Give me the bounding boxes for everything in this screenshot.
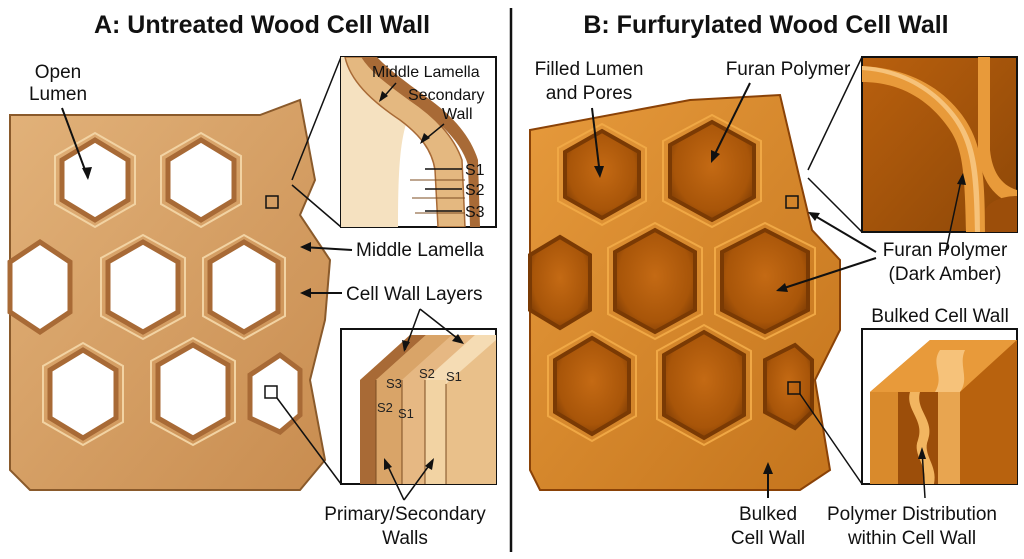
block-s2-face-label: S2 [377, 400, 393, 415]
lumen-cell [165, 137, 237, 223]
filled-lumen-cell [613, 227, 697, 335]
primary-secondary-label-1: Primary/Secondary [324, 504, 486, 525]
inset-marker-top [265, 195, 279, 209]
lumen-cell [105, 239, 181, 335]
inset-marker-bottom [264, 385, 278, 399]
panel-a-title: A: Untreated Wood Cell Wall [94, 11, 430, 39]
lumen-cell [7, 238, 73, 336]
filled-lumen-cell [668, 119, 756, 223]
filled-lumen-label-2: and Pores [546, 83, 633, 104]
filled-lumens [528, 119, 814, 441]
cell-wall-layers-label: Cell Wall Layers [346, 284, 483, 305]
inset-secondary-label-1: Secondary [408, 87, 485, 104]
bulked-cell-wall-label-1: Bulked [739, 504, 797, 525]
inset-middle-lamella-label: Middle Lamella [372, 64, 480, 81]
open-lumen-label-1: Open [35, 62, 81, 83]
bulked-cell-wall-label-2: Cell Wall [731, 528, 805, 549]
bulked-cell-wall-top-label: Bulked Cell Wall [871, 306, 1009, 327]
open-lumen-label-2: Lumen [29, 84, 87, 105]
lumen-cell [47, 347, 119, 441]
inset-marker-b-top [785, 195, 799, 209]
panel-b: B: Furfurylated Wood Cell Wall Filled L [528, 11, 1018, 549]
block-s3-label: S3 [386, 376, 402, 391]
polymer-distribution-label-2: within Cell Wall [847, 528, 976, 549]
inset-a-top: Middle Lamella Secondary Wall S1 S2 S3 [340, 56, 497, 228]
middle-lamella-label: Middle Lamella [356, 240, 484, 261]
inset-b-bottom: Bulked Cell Wall [861, 306, 1018, 499]
lumen-cell [59, 137, 131, 223]
filled-lumen-label-1: Filled Lumen [535, 59, 644, 80]
block-s2-top-label: S2 [419, 366, 435, 381]
furan-polymer-dark-label-2: (Dark Amber) [889, 264, 1002, 285]
lumen-cell [155, 342, 231, 441]
inset-a-bottom: S3 S2 S1 S2 S1 [340, 308, 497, 501]
panel-a: A: Untreated Wood Cell Wall [7, 11, 497, 549]
treated-wall-highlights [547, 113, 816, 447]
inset-marker-b-bottom [787, 381, 801, 395]
primary-secondary-label-2: Walls [382, 528, 428, 549]
inset-s1-label: S1 [465, 162, 485, 179]
filled-lumen-cell [662, 329, 746, 441]
block-s1-face-label: S1 [398, 406, 414, 421]
furan-polymer-label: Furan Polymer [726, 59, 851, 80]
panel-b-title: B: Furfurylated Wood Cell Wall [583, 11, 948, 39]
polymer-distribution-label-1: Polymer Distribution [827, 504, 997, 525]
inset-s2-label: S2 [465, 182, 485, 199]
inset-b-top [861, 56, 1018, 256]
inset-s3-label: S3 [465, 204, 485, 221]
filled-lumen-cell [563, 128, 641, 221]
block-s1-top-label: S1 [446, 369, 462, 384]
filled-lumen-cell [528, 234, 592, 331]
wall-highlights [42, 131, 286, 447]
inset-secondary-label-2: Wall [442, 106, 473, 123]
filled-lumen-cell [553, 335, 631, 437]
filled-lumen-cell [720, 227, 810, 335]
lumen-cell [207, 239, 281, 335]
